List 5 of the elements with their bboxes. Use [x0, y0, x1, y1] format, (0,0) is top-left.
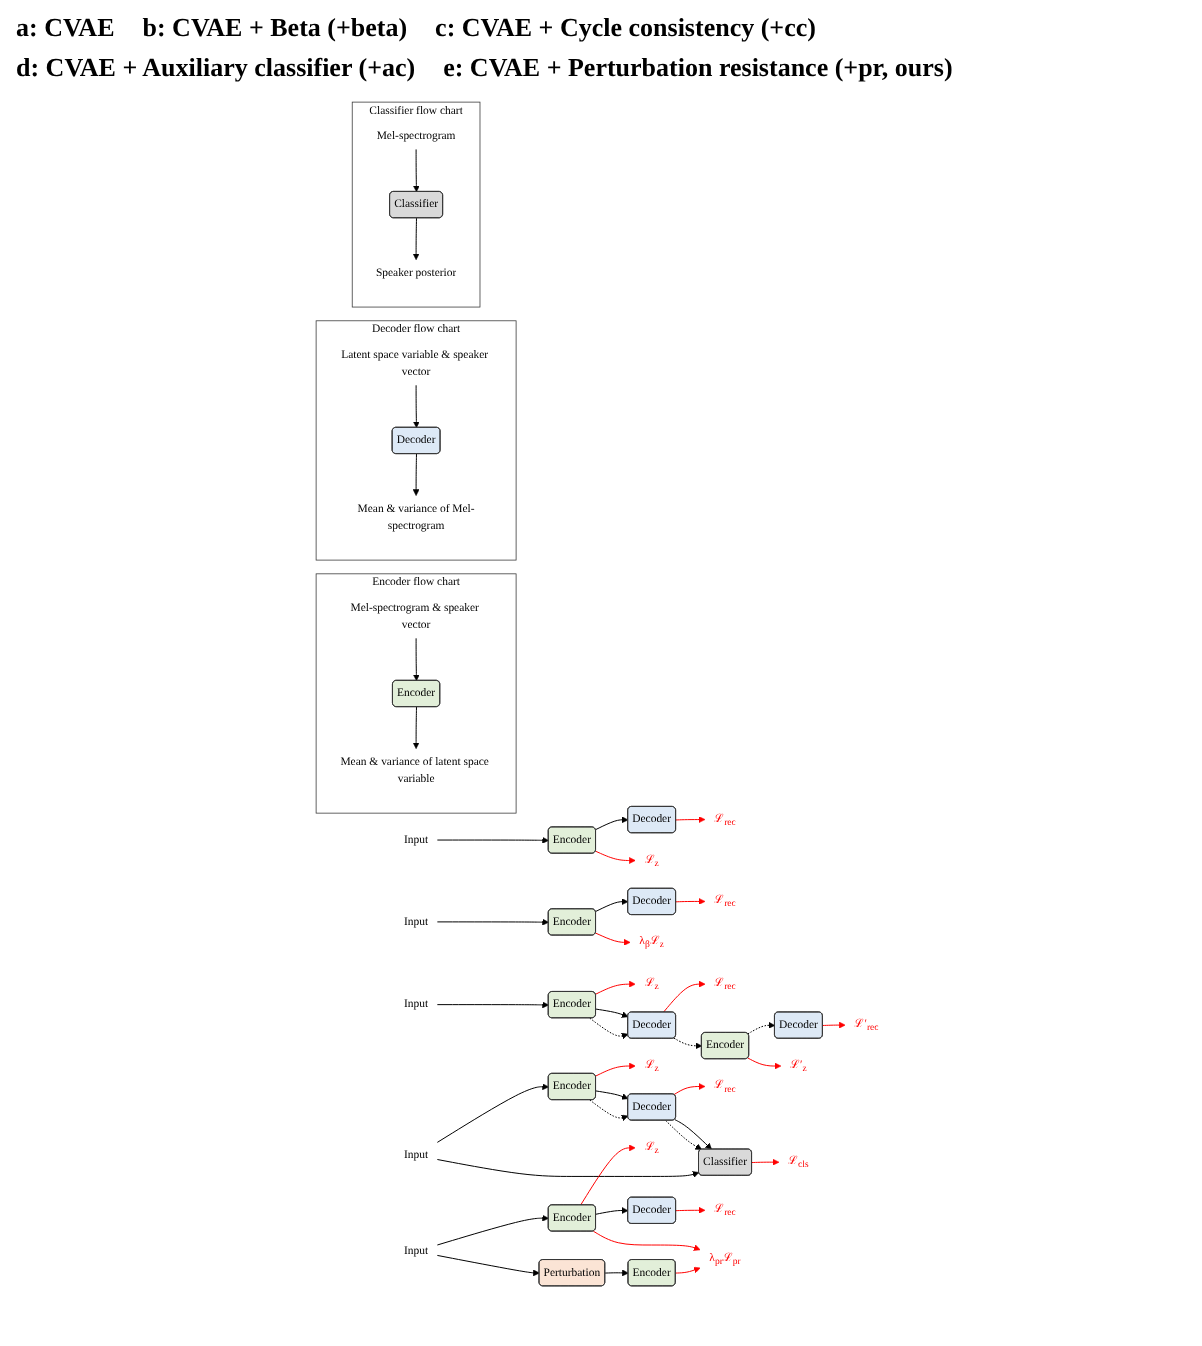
panel-label: e: CVAE + Perturbation resistance (+pr, ours) — [443, 52, 953, 84]
panel-label: a: CVAE — [16, 12, 115, 44]
panel-label: c: CVAE + Cycle consistency (+cc) — [435, 12, 816, 44]
panel-label: b: CVAE + Beta (+beta) — [142, 12, 408, 44]
panel-label: d: CVAE + Auxiliary classifier (+ac) — [16, 52, 416, 84]
